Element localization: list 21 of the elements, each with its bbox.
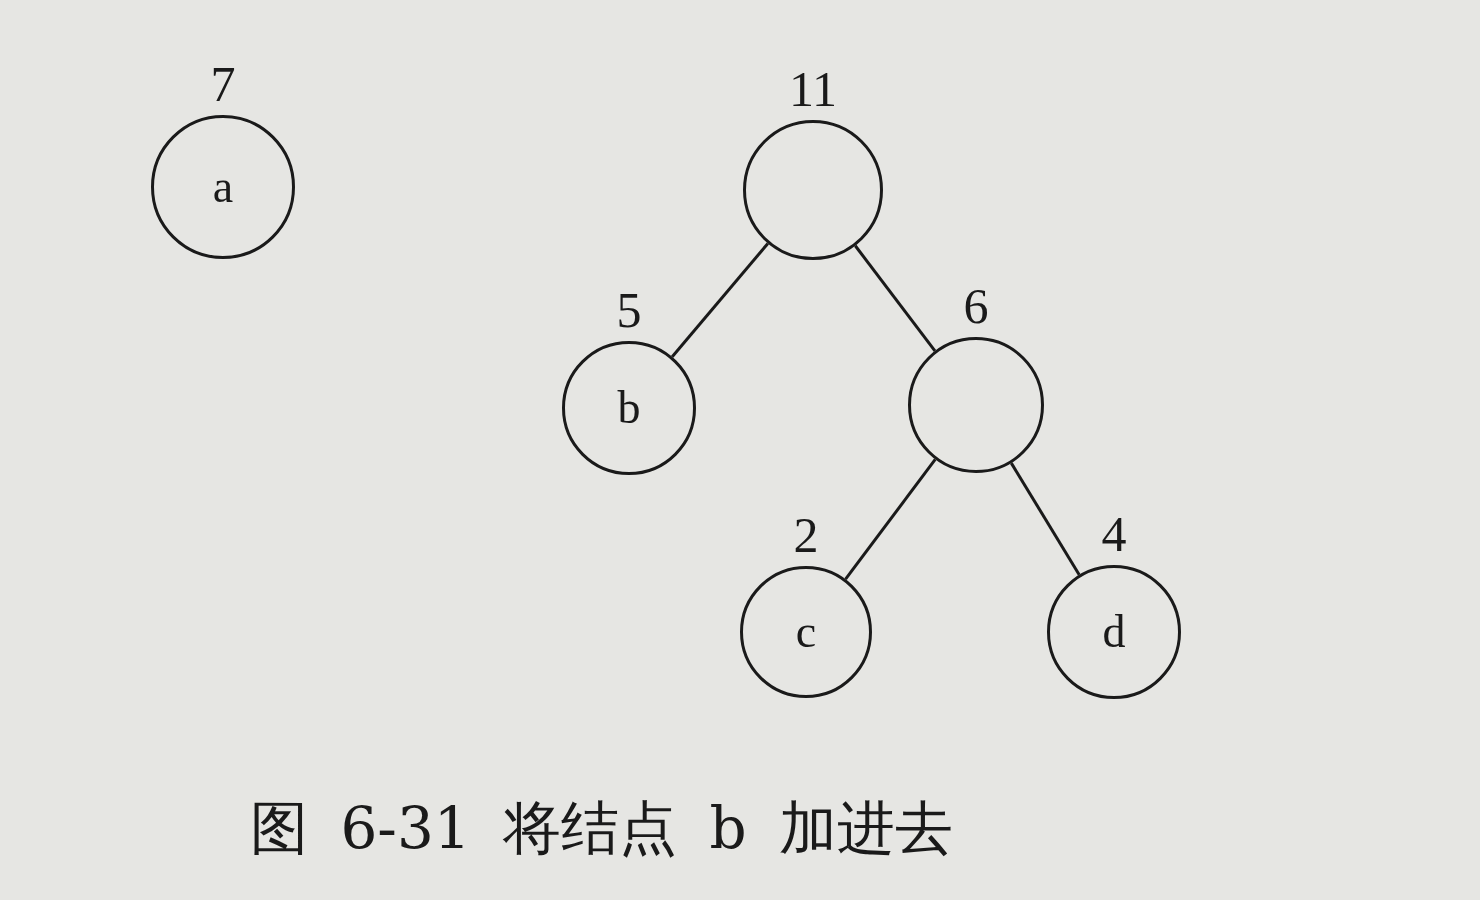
figure-caption: 图 6-31 将结点 b 加进去	[250, 793, 954, 864]
tree-node-circle	[151, 115, 295, 259]
node-weight: 4	[1101, 509, 1127, 559]
tree-node-circle	[562, 341, 696, 475]
tree-node-circle	[740, 566, 872, 698]
tree-edge	[844, 458, 937, 581]
tree-edge	[854, 244, 937, 352]
node-label: a	[212, 164, 234, 210]
node-weight: 11	[788, 64, 838, 114]
empty-node-circle	[743, 120, 883, 260]
node-label: d	[1102, 609, 1126, 655]
node-weight: 2	[793, 510, 819, 560]
node-label: b	[617, 385, 641, 431]
node-label: c	[795, 609, 817, 655]
tree-edge	[1010, 462, 1081, 576]
node-weight: 7	[210, 59, 236, 109]
tree-edge	[671, 242, 769, 358]
node-weight: 5	[616, 285, 642, 335]
node-weight: 6	[963, 281, 989, 331]
empty-node-circle	[908, 337, 1044, 473]
tree-node-circle	[1047, 565, 1181, 699]
